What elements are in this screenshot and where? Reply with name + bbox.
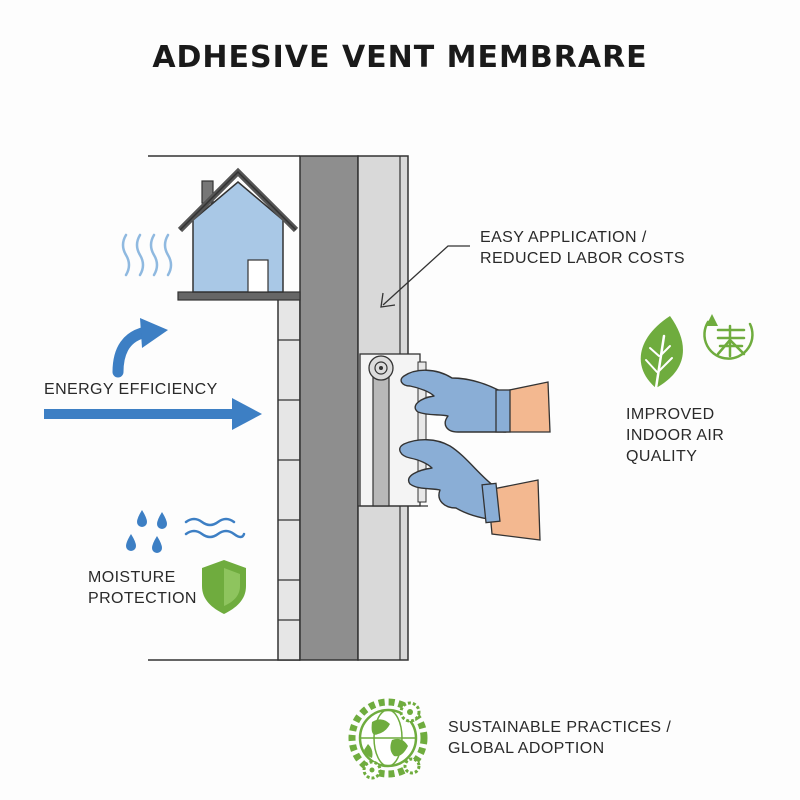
label-indoor-air-quality: IMPROVED INDOOR AIR QUALITY [626,404,724,467]
house-icon [177,167,301,301]
label-easy-application-line-1: EASY APPLICATION / [480,229,647,246]
air-filter-icon [703,314,754,360]
label-indoor-air-quality-line-2: INDOOR AIR [626,427,725,444]
label-moisture-protection: MOISTURE PROTECTION [88,567,197,609]
curved-arrow-icon [112,318,168,378]
label-sustainable-line-1: SUSTAINABLE PRACTICES / [448,719,672,736]
wall-section [148,155,409,661]
label-moisture-protection-line-1: MOISTURE [88,569,176,586]
label-indoor-air-quality-line-1: IMPROVED [626,406,715,423]
shield-icon [202,560,246,614]
leaf-icon [640,316,683,390]
label-sustainable: SUSTAINABLE PRACTICES / GLOBAL ADOPTION [448,717,671,759]
label-moisture-protection-line-2: PROTECTION [88,590,197,607]
label-easy-application: EASY APPLICATION / REDUCED LABOR COSTS [480,227,685,269]
label-easy-application-line-2: REDUCED LABOR COSTS [480,250,685,267]
label-indoor-air-quality-line-3: QUALITY [626,448,698,465]
label-sustainable-line-2: GLOBAL ADOPTION [448,740,605,757]
right-arrow-icon [44,398,262,430]
diagram-title: ADHESIVE VENT MEMBRARE [152,40,648,75]
heat-waves-icon [121,233,173,277]
water-waves-icon [184,517,246,539]
label-energy-efficiency: ENERGY EFFICIENCY [44,381,218,398]
gloved-hands-icon [399,369,551,541]
pointer-line [380,245,470,308]
globe-gears-icon [348,698,428,780]
water-drops-icon [126,510,167,553]
